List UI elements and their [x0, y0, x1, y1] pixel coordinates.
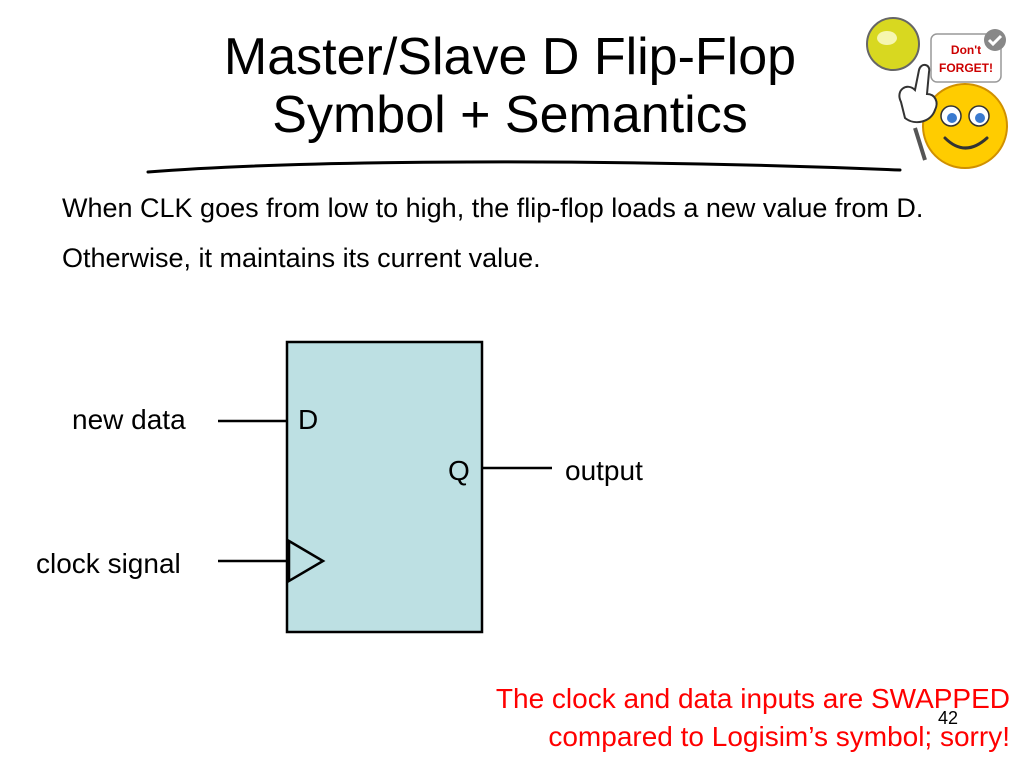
note-line-1: The clock and data inputs are SWAPPED	[495, 683, 1010, 714]
new-data-label: new data	[72, 404, 186, 435]
page-number: 42	[938, 708, 959, 728]
swap-warning-note: The clock and data inputs are SWAPPED co…	[496, 680, 1010, 756]
slide-title: Master/Slave D Flip-Flop Symbol + Semant…	[120, 28, 900, 144]
dont-forget-smiley-icon: Don't FORGET!	[866, 17, 1008, 169]
clock-signal-label: clock signal	[36, 548, 181, 579]
clock-triangle-icon	[287, 538, 326, 584]
pin-q-label: Q	[448, 455, 470, 486]
bullet-list: When CLK goes from low to high, the flip…	[62, 190, 962, 290]
output-label: output	[565, 455, 643, 486]
bullet-item-1: When CLK goes from low to high, the flip…	[62, 193, 924, 223]
title-line-1: Master/Slave D Flip-Flop	[223, 28, 797, 86]
sign-line-1: Don't	[951, 43, 981, 57]
title-line-2: Symbol + Semantics	[272, 86, 748, 144]
flip-flop-box	[285, 340, 484, 634]
sign-line-2: FORGET!	[939, 61, 993, 75]
note-line-2: compared to Logisim’s symbol; sorry!	[548, 721, 1010, 752]
title-underline	[146, 160, 902, 174]
pin-d-label: D	[298, 404, 319, 435]
bullet-item-2: Otherwise, it maintains its current valu…	[62, 243, 541, 273]
